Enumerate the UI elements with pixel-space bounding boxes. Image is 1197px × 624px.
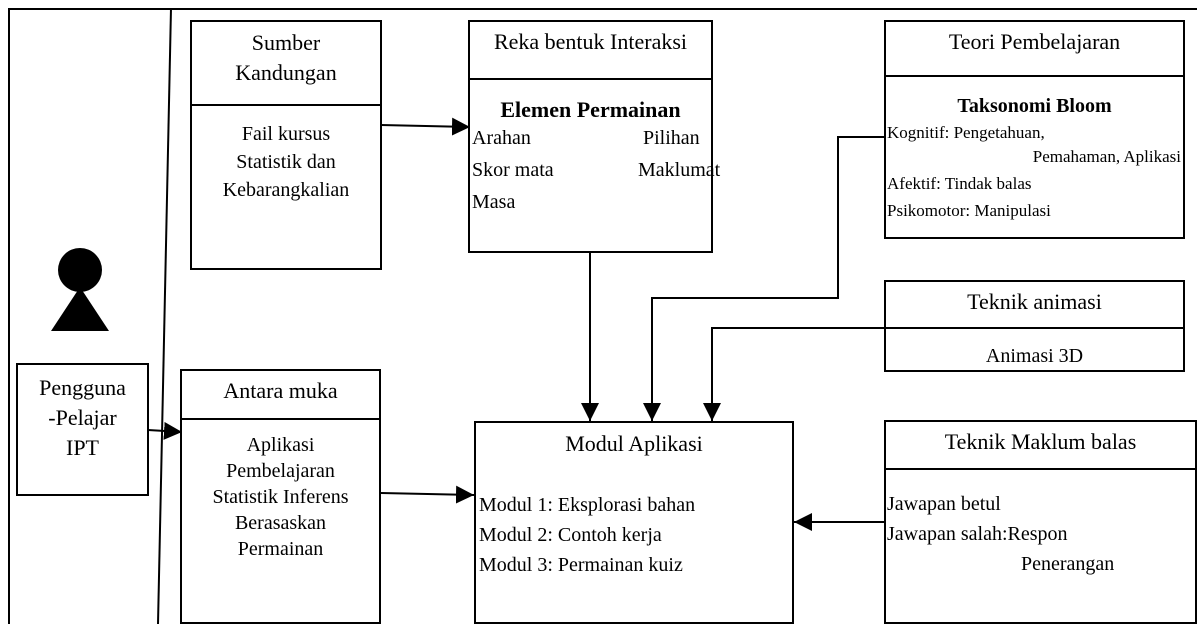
teori-line-kognitif: Kognitif: Pengetahuan, — [887, 123, 1045, 142]
teknik-maklum-balas-box: Teknik Maklum balas Jawapan betul Jawapa… — [884, 420, 1197, 624]
reka-bentuk-box: Reka bentuk Interaksi Elemen Permainan A… — [468, 20, 720, 253]
arrow-antara-to-modul — [380, 485, 475, 504]
reka-item-skor-mata: Skor mata — [472, 159, 554, 181]
actor-box: Pengguna -Pelajar IPT — [16, 363, 149, 496]
arrow-actor-to-antara — [147, 421, 183, 440]
sumber-header: Sumber Kandungan — [192, 22, 380, 106]
modul-line-3: Modul 3: Permainan kuiz — [479, 554, 683, 576]
arrow-teori-to-modul — [643, 136, 884, 421]
actor-line-3: IPT — [66, 435, 99, 460]
arrow-sumber-to-reka — [380, 117, 471, 136]
sumber-kandungan-box: Sumber Kandungan Fail kursus Statistik d… — [190, 20, 382, 270]
teori-line-psikomotor: Psikomotor: Manipulasi — [887, 201, 1051, 220]
outer-frame — [8, 8, 1197, 624]
reka-item-arahan: Arahan — [472, 127, 531, 149]
teori-line-afektif: Afektif: Tindak balas — [887, 174, 1032, 193]
teori-pembelajaran-box: Teori Pembelajaran Taksonomi Bloom Kogni… — [884, 20, 1185, 239]
maklum-line-1: Jawapan betul — [887, 493, 1001, 515]
lane-divider — [157, 7, 172, 624]
antara-body-line-2: Pembelajaran — [226, 460, 335, 482]
reka-item-maklumat: Maklumat — [638, 159, 721, 181]
modul-line-1: Modul 1: Eksplorasi bahan — [479, 494, 696, 516]
actor-line-1: Pengguna — [39, 375, 126, 400]
teori-header: Teori Pembelajaran — [886, 22, 1183, 77]
arrow-animasi-to-modul — [703, 327, 884, 421]
actor-line-2: -Pelajar — [48, 405, 117, 430]
antara-body-line-5: Permainan — [237, 538, 324, 560]
sumber-body-line-3: Kebarangkalian — [222, 179, 350, 201]
antara-body-line-4: Berasaskan — [234, 512, 327, 534]
reka-header: Reka bentuk Interaksi — [470, 22, 711, 80]
person-icon — [51, 248, 109, 331]
animasi-header: Teknik animasi — [886, 282, 1183, 329]
modul-aplikasi-box: Modul Aplikasi Modul 1: Eksplorasi bahan… — [474, 421, 794, 624]
reka-subtitle: Elemen Permainan — [500, 97, 681, 122]
teknik-animasi-box: Teknik animasi Animasi 3D — [884, 280, 1185, 372]
modul-line-2: Modul 2: Contoh kerja — [479, 524, 662, 546]
antara-body-line-3: Statistik Inferens — [212, 486, 349, 508]
sumber-title-line-2: Kandungan — [235, 60, 337, 85]
modul-title: Modul Aplikasi — [565, 431, 703, 456]
animasi-body: Animasi 3D — [985, 345, 1084, 367]
antara-header: Antara muka — [182, 371, 379, 420]
sumber-body-line-1: Fail kursus — [241, 123, 331, 145]
maklum-header: Teknik Maklum balas — [886, 422, 1195, 470]
maklum-line-3: Penerangan — [1021, 553, 1115, 575]
teori-line-pemahaman: Pemahaman, Aplikasi — [1032, 147, 1181, 166]
antara-body-line-1: Aplikasi — [246, 434, 315, 456]
sumber-title-line-1: Sumber — [251, 30, 321, 55]
maklum-line-2: Jawapan salah:Respon — [887, 523, 1068, 545]
reka-item-pilihan: Pilihan — [643, 127, 700, 149]
teori-subtitle: Taksonomi Bloom — [957, 95, 1112, 117]
antara-muka-box: Antara muka Aplikasi Pembelajaran Statis… — [180, 369, 381, 624]
sumber-body-line-2: Statistik dan — [236, 151, 336, 173]
reka-item-masa: Masa — [472, 191, 516, 213]
